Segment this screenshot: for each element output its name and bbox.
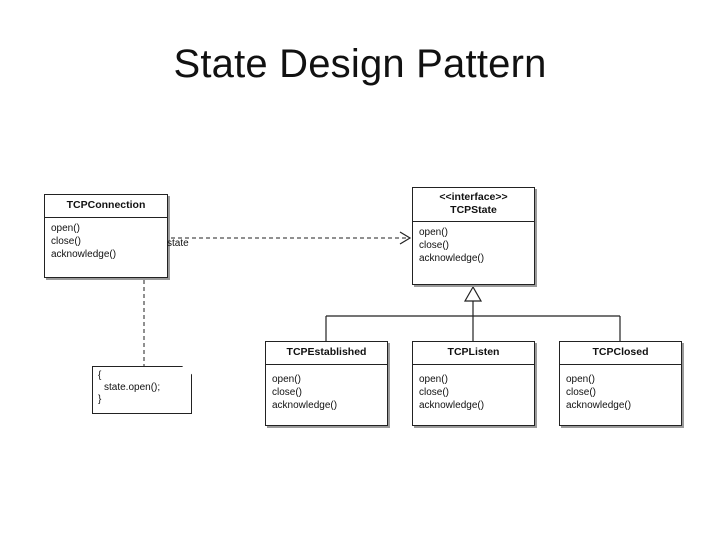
method: acknowledge() — [51, 249, 117, 260]
class-name: TCPConnection — [45, 195, 167, 218]
class-name: TCPEstablished — [266, 342, 387, 365]
class-header: <<interface>> TCPState — [413, 188, 534, 222]
association-line — [104, 234, 410, 239]
class-name: TCPState — [450, 204, 497, 216]
method: close() — [51, 236, 82, 247]
class-tcpestablished: TCPEstablished open() close() acknowledg… — [265, 341, 388, 426]
note-line: } — [98, 394, 102, 405]
code-note: { state.open(); } — [92, 366, 192, 414]
association-label: state — [167, 238, 189, 249]
method: open() — [419, 227, 448, 238]
method: open() — [272, 374, 301, 385]
method: close() — [272, 387, 303, 398]
method: open() — [566, 374, 595, 385]
method: acknowledge() — [419, 253, 485, 264]
class-tcpclosed: TCPClosed open() close() acknowledge() — [559, 341, 682, 426]
note-line: state.open(); — [104, 382, 161, 393]
method: close() — [419, 387, 450, 398]
method-list: open() close() acknowledge() — [560, 365, 681, 416]
method: acknowledge() — [272, 400, 338, 411]
method-list: open() close() acknowledge() — [266, 365, 387, 416]
association-arrowhead — [399, 231, 412, 245]
slide-title: State Design Pattern — [173, 42, 547, 86]
inheritance-triangle — [463, 285, 483, 302]
method: close() — [419, 240, 450, 251]
class-tcpconnection: TCPConnection open() close() acknowledge… — [44, 194, 168, 278]
inheritance-line — [325, 301, 621, 341]
class-name: TCPClosed — [560, 342, 681, 365]
class-stereotype: <<interface>> — [439, 191, 508, 203]
method-list: open() close() acknowledge() — [45, 218, 167, 265]
class-tcpstate: <<interface>> TCPState open() close() ac… — [412, 187, 535, 285]
method-list: open() close() acknowledge() — [413, 365, 534, 416]
note-line: { — [98, 370, 102, 381]
method: open() — [419, 374, 448, 385]
method: acknowledge() — [566, 400, 632, 411]
method-list: open() close() acknowledge() — [413, 222, 534, 269]
class-tcplisten: TCPListen open() close() acknowledge() — [412, 341, 535, 426]
method: close() — [566, 387, 597, 398]
class-name: TCPListen — [413, 342, 534, 365]
method: acknowledge() — [419, 400, 485, 411]
method: open() — [51, 223, 80, 234]
